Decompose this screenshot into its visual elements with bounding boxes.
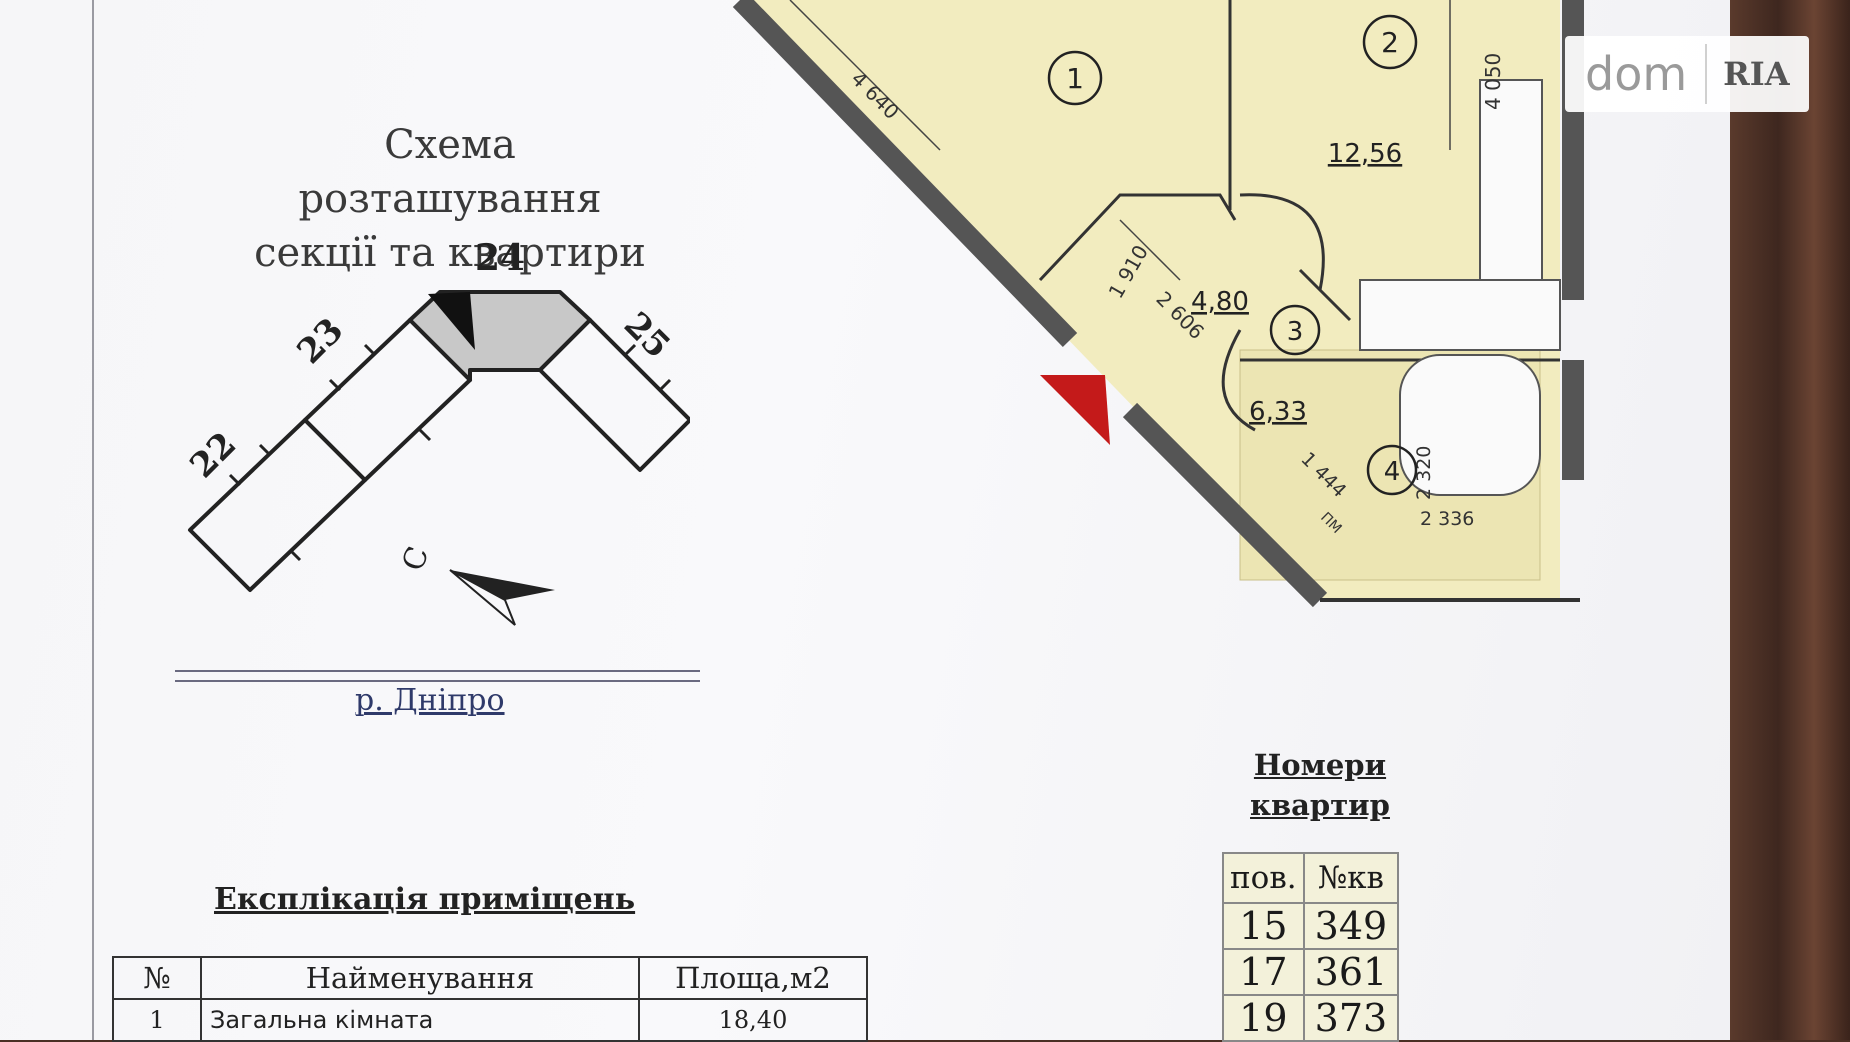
outer-wall-diagonal xyxy=(732,0,1078,347)
explication-col-name: Найменування xyxy=(200,956,640,1000)
col-apartment: №кв xyxy=(1302,852,1400,904)
section-25-outline xyxy=(538,318,690,472)
section-24-outline xyxy=(408,290,592,382)
explication-col-area: Площа,м2 xyxy=(638,956,868,1000)
scheme-title-line1: Схема розташування xyxy=(298,122,602,222)
floor-value: 17 xyxy=(1222,948,1305,996)
explication-row-name: Загальна кімната xyxy=(200,998,640,1042)
scheme-title-line2: секції та квартири xyxy=(254,230,646,276)
table-row: 19 373 xyxy=(1222,994,1400,1042)
apartment-value: 361 xyxy=(1302,948,1400,996)
apartment-numbers-title-line1: Номери xyxy=(1253,748,1387,782)
apartment-highlight xyxy=(428,292,475,350)
apartment-numbers-header-row: пов. №кв xyxy=(1222,852,1400,904)
section-label-24: 24 xyxy=(475,237,525,279)
table-row: 1 Загальна кімната 18,40 xyxy=(112,998,868,1042)
room-3-number: 3 xyxy=(1287,317,1304,347)
table-row: 17 361 xyxy=(1222,948,1400,996)
river-lines xyxy=(175,670,700,690)
room-3-area: 4,80 xyxy=(1191,287,1249,317)
margin-line xyxy=(92,0,94,1040)
floor-value: 15 xyxy=(1222,902,1305,950)
explication-table: № Найменування Площа,м2 1 Загальна кімна… xyxy=(112,956,868,1042)
bath-fixtures xyxy=(1359,279,1561,351)
explication-row-number: 1 xyxy=(112,998,202,1042)
room-4-area: 6,33 xyxy=(1249,397,1307,427)
room-1-number: 1 xyxy=(1066,62,1084,95)
watermark-logo: dom RIA xyxy=(1565,36,1809,112)
watermark-dom: dom xyxy=(1565,44,1708,104)
table-background xyxy=(1730,0,1850,1040)
floor-plan: 4 640 4 050 1 910 2 606 1 444 2 320 2 33… xyxy=(732,0,1584,608)
compass-icon: С xyxy=(396,542,555,626)
outer-wall-right-lower xyxy=(1562,360,1584,480)
internal-wall-3 xyxy=(1298,268,1352,322)
river-label: р. Дніпро xyxy=(355,683,505,718)
room-2-area: 12,56 xyxy=(1328,139,1402,169)
dim-2320: 2 320 xyxy=(1413,446,1435,500)
watermark-ria: RIA xyxy=(1723,55,1790,93)
explication-col-number: № xyxy=(112,956,202,1000)
table-row: 15 349 xyxy=(1222,902,1400,950)
section-label-22: 22 xyxy=(182,424,244,486)
apartment-numbers-table: пов. №кв 15 349 17 361 19 373 xyxy=(1222,852,1400,1042)
room-4-number: 4 xyxy=(1384,457,1401,487)
room-2-number: 2 xyxy=(1381,26,1399,59)
explication-header-row: № Найменування Площа,м2 xyxy=(112,956,868,1000)
door-swing-1 xyxy=(1239,193,1325,291)
compass-label: С xyxy=(396,542,437,576)
scheme-title: Схема розташування секції та квартири xyxy=(230,118,670,280)
bathtub xyxy=(1399,354,1541,496)
apartment-numbers-title-line2: квартир xyxy=(1250,788,1390,822)
internal-wall-2 xyxy=(1038,193,1237,282)
outer-wall-diagonal-lower xyxy=(1122,402,1328,608)
explication-row-area: 18,40 xyxy=(638,998,868,1042)
apartment-numbers-title: Номери квартир xyxy=(1245,745,1395,825)
col-floor: пов. xyxy=(1222,852,1305,904)
dim-4050: 4 050 xyxy=(1481,53,1505,110)
apartment-value: 349 xyxy=(1302,902,1400,950)
dim-2336: 2 336 xyxy=(1420,508,1474,530)
door-swing-2 xyxy=(1221,329,1256,432)
section-label-23: 23 xyxy=(290,310,352,372)
section-scheme: 22 23 24 25 xyxy=(182,237,690,592)
apartment-value: 373 xyxy=(1302,994,1400,1042)
entrance-marker-icon xyxy=(1040,375,1110,445)
floor-value: 19 xyxy=(1222,994,1305,1042)
explication-title: Експлікація приміщень xyxy=(214,882,636,917)
